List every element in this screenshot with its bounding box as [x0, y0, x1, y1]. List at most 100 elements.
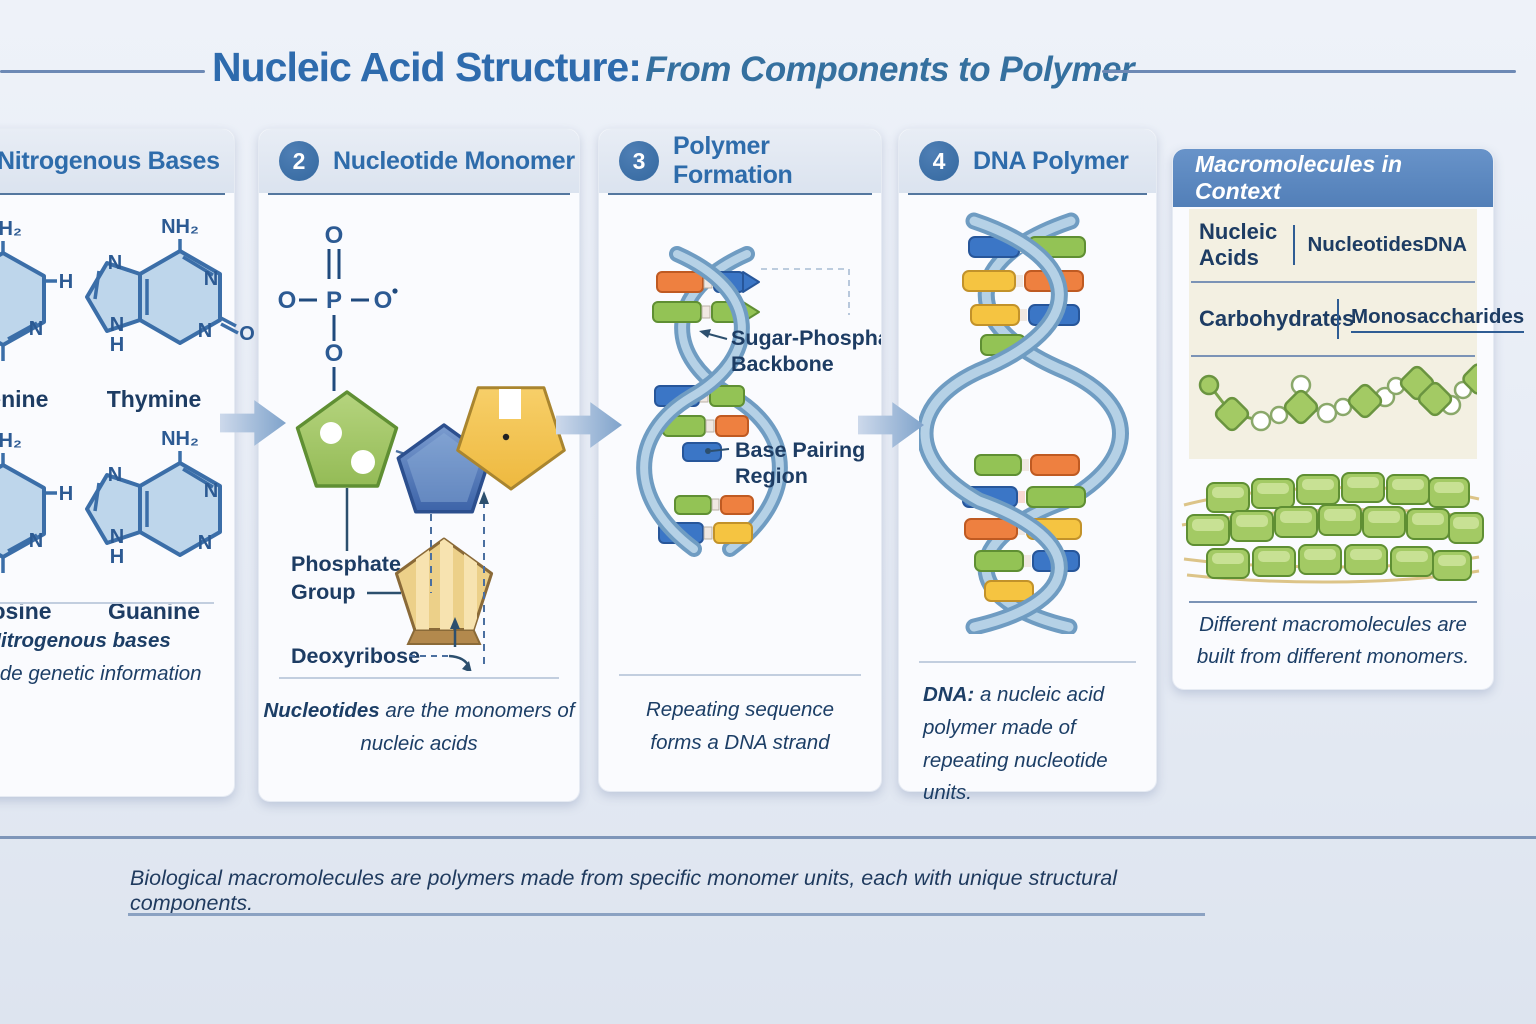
panel-1-title: Nitrogenous Bases: [0, 146, 220, 175]
thymine-structure-icon: NH₂ N N N N H O: [85, 216, 255, 356]
svg-text:NH₂: NH₂: [161, 428, 199, 450]
panel-2-header-rule: [268, 193, 570, 195]
row-value-nucleotides: Nucleotides: [1307, 233, 1424, 256]
backbone-label-2: Backbone: [731, 352, 834, 376]
phosphate-pentagon-icon: [295, 390, 399, 488]
title-divider-left: [0, 70, 205, 73]
row-label-carbohydrates: Carbohydrates: [1199, 306, 1355, 331]
base-pentagon-icon: [456, 386, 566, 491]
panel-1-header-rule: [0, 193, 225, 195]
phosphate-group-label-2: Group: [291, 580, 356, 604]
panel-3-number-badge: 3: [619, 141, 659, 181]
panel-4-caption-divider: [919, 661, 1136, 663]
panel-polymer-formation: 3 Polymer Formation: [598, 128, 882, 792]
page-title-main: Nucleic Acid Structure:: [212, 44, 642, 90]
pairing-label-1: Base Pairing: [735, 438, 865, 462]
panel-4-number-badge: 4: [919, 141, 959, 181]
panel-dna-polymer: 4 DNA Polymer DNA: a nucleic acid: [898, 128, 1157, 804]
deoxyribose-label: Deoxyribose: [291, 644, 420, 668]
panel-2-number-badge: 2: [279, 141, 319, 181]
svg-text:N: N: [110, 526, 124, 548]
page-title-italic: From Components to Polymer: [645, 50, 1135, 89]
panel-nitrogenous-bases: 1 Nitrogenous Bases NH₂ H N Adenine: [0, 128, 255, 797]
panel-2-title: Nucleotide Monomer: [333, 146, 575, 175]
panel-3-header-rule: [608, 193, 872, 195]
base-adenine: NH₂ H N Adenine: [0, 211, 78, 413]
panel-4-title: DNA Polymer: [973, 146, 1129, 175]
row-value-dna: DNA: [1423, 233, 1467, 256]
guanine-structure-icon: NH₂ N N N N H: [85, 428, 222, 568]
svg-text:O: O: [325, 222, 344, 249]
footer-text: Biological macromolecules are polymers m…: [130, 866, 1118, 915]
table-row-carbohydrates: Carbohydrates Monosaccharides: [1189, 283, 1525, 355]
page-title: Nucleic Acid Structure: From Components …: [212, 44, 1135, 91]
dna-helix-illustration: [919, 212, 1129, 634]
backbone-label-1: Sugar-Phosphate: [731, 326, 881, 350]
context-caption: Different macromolecules are built from …: [1196, 613, 1470, 668]
svg-text:H: H: [59, 271, 73, 293]
phosphate-group-label-1: Phosphate: [291, 552, 401, 576]
panel-1-caption-divider: [0, 602, 214, 604]
panel-macromolecules-context: Macromolecules in Context Nucleic Acids …: [1172, 148, 1525, 690]
panel-4-header-rule: [908, 193, 1147, 195]
svg-text:NH₂: NH₂: [0, 430, 22, 452]
row-divider: [1191, 355, 1475, 357]
footer-divider-bottom: [128, 913, 1205, 916]
svg-text:H: H: [59, 483, 73, 505]
panel-3-caption-divider: [619, 674, 861, 676]
thymine-pentagon-icon: [394, 537, 494, 647]
svg-text:N: N: [29, 318, 43, 340]
base-cytosine: NH₂ H N Cytosine: [0, 423, 78, 625]
panel-nucleotide-monomer: 2 Nucleotide Monomer: [258, 128, 580, 802]
row-label-nucleic-acids: Nucleic Acids: [1199, 219, 1278, 270]
base-name-thymine: Thymine: [106, 386, 202, 412]
svg-text:N: N: [204, 480, 218, 502]
svg-text:N: N: [198, 320, 212, 342]
nucleotide-diagram: O P O O O: [278, 222, 566, 671]
svg-text:O: O: [278, 287, 297, 314]
panel-4-caption: DNA: a nucleic acid polymer made of repe…: [923, 683, 1108, 805]
phosphate-formula: [299, 249, 369, 391]
polysaccharide-cubes-icon: [1181, 472, 1484, 584]
column-divider: [1293, 225, 1296, 265]
row-value-monosaccharides: Monosaccharides: [1351, 305, 1525, 333]
svg-text:O: O: [239, 323, 255, 345]
monosaccharide-chain-icon: [1198, 363, 1494, 432]
panel-3-header: 3 Polymer Formation: [599, 129, 881, 193]
pairing-label-2: Region: [735, 464, 808, 488]
adenine-structure-icon: NH₂ H N: [0, 218, 73, 361]
panel-1-caption: Nitrogenous bases encode genetic informa…: [0, 629, 202, 685]
svg-text:H: H: [110, 334, 124, 356]
svg-text:O: O: [374, 287, 393, 314]
table-row-nucleic-acids: Nucleic Acids Nucleotides DNA: [1189, 209, 1477, 281]
panel-2-caption-divider: [279, 677, 559, 679]
context-panel-header: Macromolecules in Context: [1173, 149, 1493, 207]
svg-text:N: N: [108, 464, 122, 486]
panel-3-title: Polymer Formation: [673, 132, 793, 189]
svg-text:N: N: [198, 532, 212, 554]
context-caption-divider: [1189, 601, 1477, 603]
panel-3-caption: Repeating sequence forms a DNA strand: [645, 698, 835, 754]
footer-divider-top: [0, 836, 1536, 839]
panel-2-header: 2 Nucleotide Monomer: [259, 129, 579, 193]
title-divider-right: [1102, 70, 1516, 73]
panel-1-header: 1 Nitrogenous Bases: [0, 129, 234, 193]
svg-text:N: N: [108, 252, 122, 274]
svg-text:N: N: [204, 268, 218, 290]
callout-dashed-box: [761, 268, 850, 315]
base-name-adenine: Adenine: [0, 386, 49, 412]
cytosine-structure-icon: NH₂ H N: [0, 430, 73, 573]
panel-4-header: 4 DNA Polymer: [899, 129, 1156, 193]
row-divider: [1191, 281, 1475, 283]
svg-text:H: H: [110, 546, 124, 568]
panel-2-caption: Nucleotides are the monomers of nucleic …: [263, 699, 575, 755]
context-table: Nucleic Acids Nucleotides DNA Carbohydra…: [1189, 209, 1525, 459]
svg-text:P: P: [326, 287, 342, 314]
svg-text:NH₂: NH₂: [0, 218, 22, 240]
base-thymine: NH₂ N N N N H O Thymine: [75, 209, 255, 413]
svg-text:O: O: [325, 340, 344, 367]
column-divider: [1337, 299, 1339, 339]
base-guanine: NH₂ N N N N H Guanine: [75, 421, 233, 625]
svg-text:NH₂: NH₂: [161, 216, 199, 238]
